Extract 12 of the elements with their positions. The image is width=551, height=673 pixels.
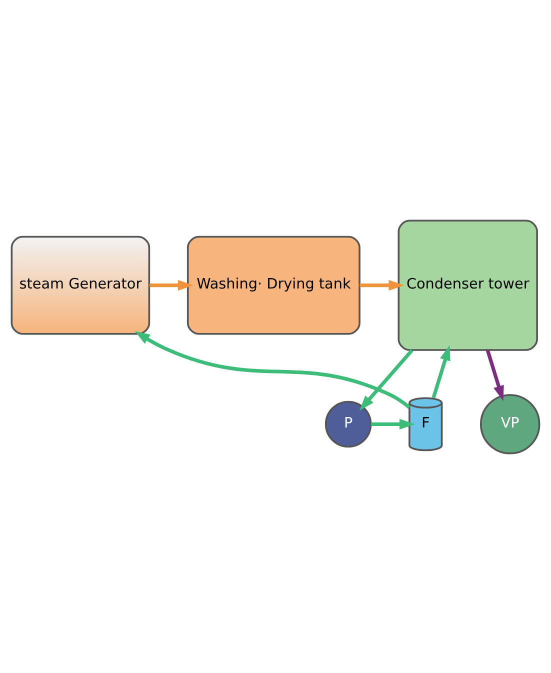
node-circle: P: [324, 400, 372, 448]
node-box: steam Generator: [10, 235, 150, 334]
node-box: Washing· Drying tank: [186, 235, 360, 334]
node-box: Condenser tower: [398, 219, 538, 350]
arrow: [486, 349, 504, 401]
arrow: [432, 344, 450, 398]
arrow: [359, 348, 414, 410]
arrow: [134, 330, 410, 408]
node-circle: VP: [480, 394, 540, 454]
arrow: [150, 279, 194, 290]
arrow: [360, 279, 404, 290]
arrow: [370, 418, 415, 430]
